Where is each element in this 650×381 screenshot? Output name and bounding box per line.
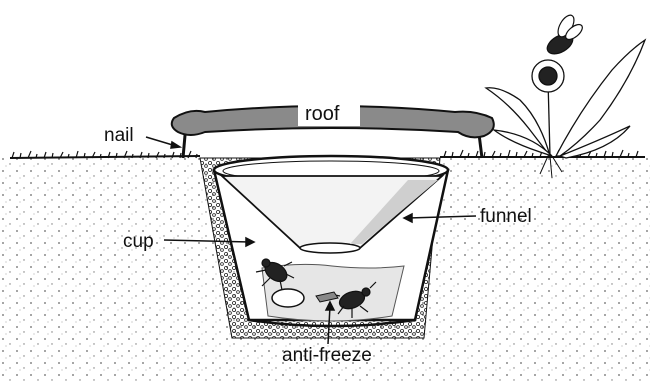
funnel-spout <box>300 243 360 253</box>
label-funnel: funnel <box>480 207 532 226</box>
label-nail: nail <box>104 126 134 145</box>
label-roof: roof <box>305 104 339 124</box>
specimen <box>272 289 304 307</box>
label-anti-freeze: anti-freeze <box>282 346 372 365</box>
bee <box>544 13 585 58</box>
label-cup: cup <box>123 232 154 251</box>
